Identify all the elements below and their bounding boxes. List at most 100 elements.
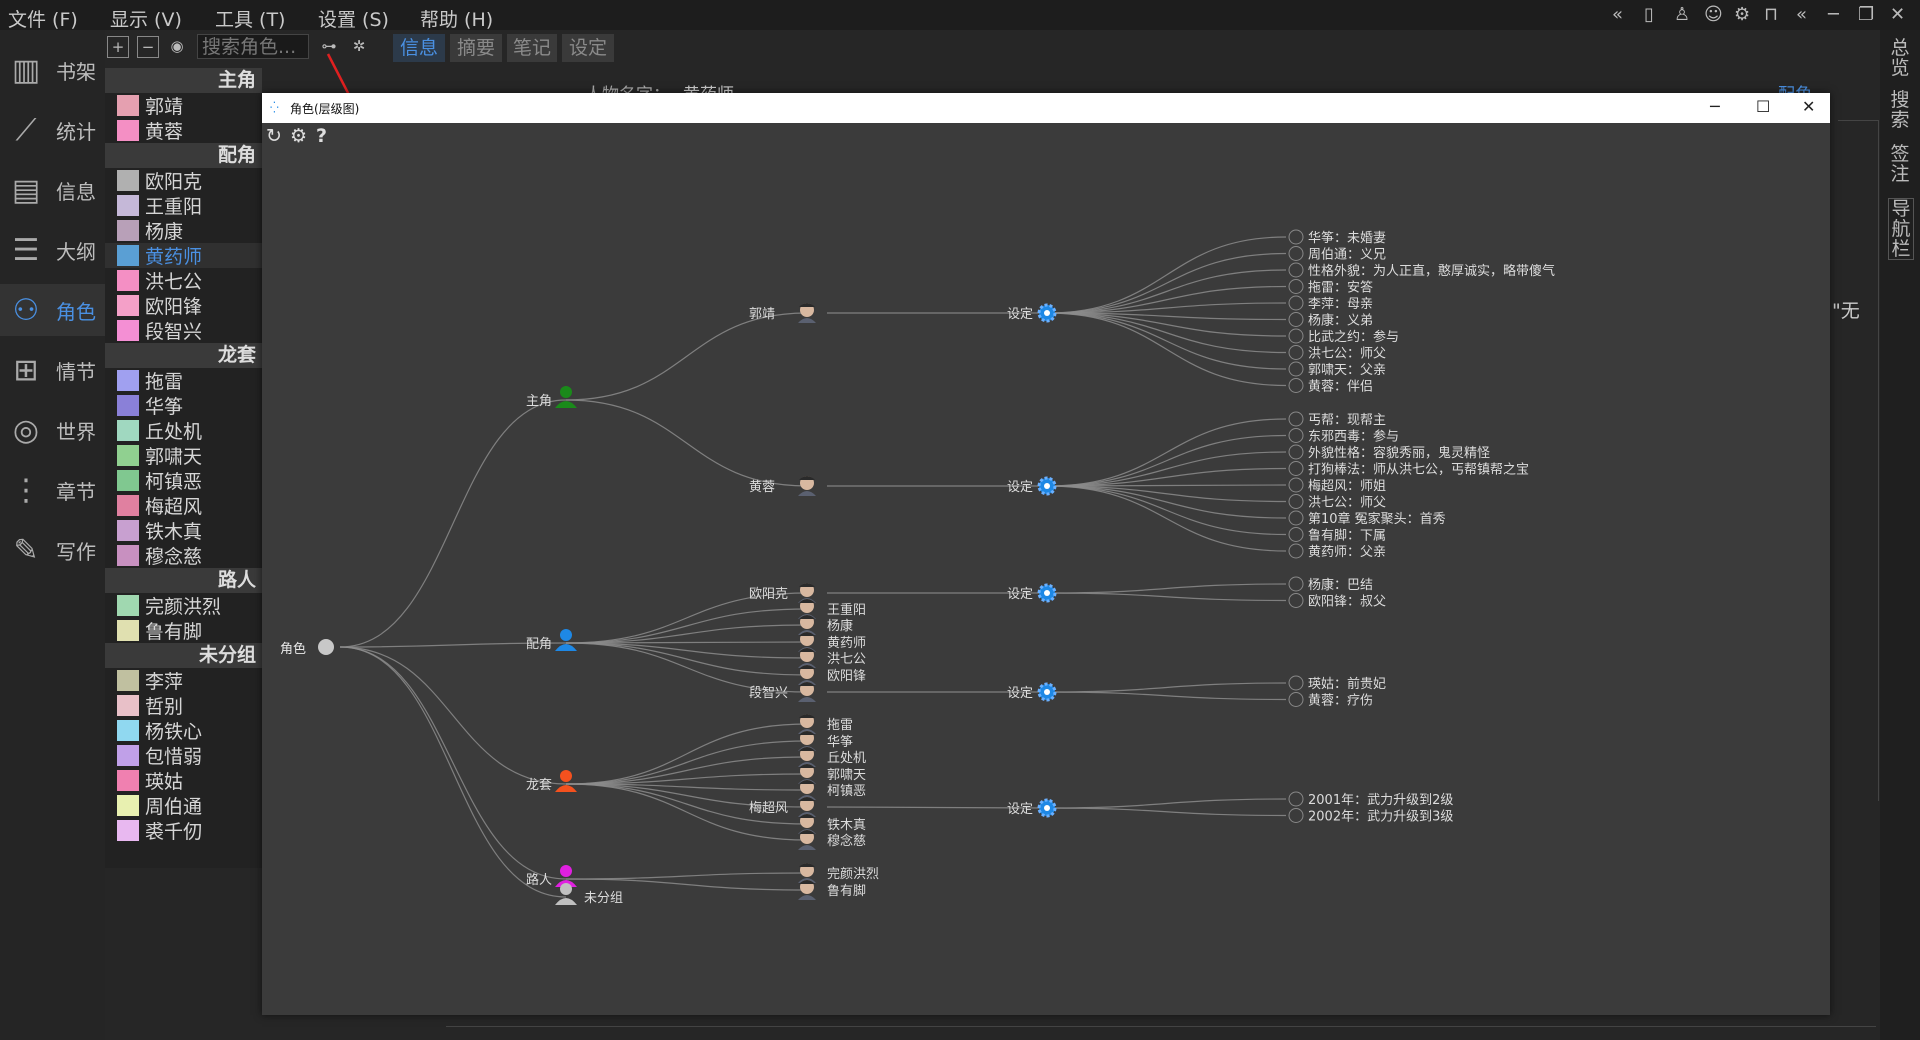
restore-icon[interactable]: ❐ (1858, 4, 1875, 25)
eye-icon[interactable]: ◉ (170, 37, 184, 55)
character-item[interactable]: 鲁有脚 (105, 618, 262, 643)
shirt-icon[interactable]: ♙ (1674, 4, 1691, 25)
leaf-node-icon[interactable] (1288, 428, 1304, 443)
leaf-node-icon[interactable] (1288, 295, 1304, 311)
character-item[interactable]: 黄蓉 (105, 118, 262, 143)
add-icon[interactable]: + (107, 36, 129, 58)
character-item[interactable]: 哲别 (105, 693, 262, 718)
character-item[interactable]: 段智兴 (105, 318, 262, 343)
leaf-node-icon[interactable] (1288, 229, 1304, 245)
menu-view[interactable]: 显示 (V) (110, 9, 182, 31)
character-item[interactable]: 王重阳 (105, 193, 262, 218)
lock-icon[interactable]: ⊓ (1764, 4, 1779, 25)
leaf-node-icon[interactable] (1288, 692, 1304, 707)
nav-plot[interactable]: ⊞情节 (0, 344, 105, 396)
tab-summary[interactable]: 摘要 (450, 34, 502, 62)
root-node[interactable] (318, 639, 334, 655)
nav-chapters[interactable]: ⋮章节 (0, 464, 105, 516)
leaf-node-icon[interactable] (1288, 593, 1304, 608)
group-node-icon[interactable] (555, 770, 577, 792)
character-item[interactable]: 穆念慈 (105, 543, 262, 568)
group-node-icon[interactable] (555, 883, 577, 905)
nav-world[interactable]: ◎世界 (0, 404, 105, 456)
menu-file[interactable]: 文件 (F) (8, 9, 78, 31)
nav-info[interactable]: ▤信息 (0, 164, 105, 216)
menu-help[interactable]: 帮助 (H) (420, 9, 494, 31)
minimize-button[interactable]: ─ (1710, 97, 1720, 116)
leaf-node-icon[interactable] (1288, 411, 1304, 427)
leaf-node-icon[interactable] (1288, 246, 1304, 261)
character-item[interactable]: 杨铁心 (105, 718, 262, 743)
character-item[interactable]: 裘千仞 (105, 818, 262, 843)
tab-settings[interactable]: 设定 (562, 34, 614, 62)
character-item[interactable]: 梅超风 (105, 493, 262, 518)
search-button[interactable]: 搜索 (1890, 89, 1910, 131)
tab-info[interactable]: 信息 (393, 34, 445, 62)
leaf-node-icon[interactable] (1288, 345, 1304, 360)
phone-icon[interactable]: ▯ (1644, 4, 1654, 25)
remove-icon[interactable]: − (137, 36, 159, 58)
leaf-node-icon[interactable] (1288, 543, 1304, 559)
group-node-icon[interactable] (555, 629, 577, 651)
character-avatar-icon[interactable] (798, 303, 816, 323)
overview-button[interactable]: 总览 (1890, 37, 1910, 79)
user-icon[interactable]: ☺ (1704, 4, 1723, 25)
character-item[interactable]: 洪七公 (105, 268, 262, 293)
character-item[interactable]: 李萍 (105, 668, 262, 693)
help-icon[interactable]: ? (316, 125, 328, 147)
group-header[interactable]: 主角 (105, 68, 262, 93)
leaf-node-icon[interactable] (1288, 494, 1304, 509)
leaf-node-icon[interactable] (1288, 279, 1304, 294)
gear-icon[interactable]: ⚙ (1734, 4, 1751, 25)
character-item[interactable]: 完颜洪烈 (105, 593, 262, 618)
character-item[interactable]: 柯镇恶 (105, 468, 262, 493)
menu-settings[interactable]: 设置 (S) (318, 9, 389, 31)
maximize-button[interactable]: ☐ (1756, 97, 1771, 116)
character-item[interactable]: 周伯通 (105, 793, 262, 818)
leaf-node-icon[interactable] (1288, 477, 1304, 493)
character-item[interactable]: 铁木真 (105, 518, 262, 543)
group-header[interactable]: 未分组 (105, 643, 262, 668)
character-item[interactable]: 华筝 (105, 393, 262, 418)
leaf-node-icon[interactable] (1288, 791, 1304, 807)
character-item[interactable]: 黄药师 (105, 243, 262, 268)
leaf-node-icon[interactable] (1288, 312, 1304, 327)
leaf-node-icon[interactable] (1288, 576, 1304, 592)
leaf-node-icon[interactable] (1288, 328, 1304, 344)
nav-write[interactable]: ✎写作 (0, 524, 105, 576)
leaf-node-icon[interactable] (1288, 510, 1304, 526)
character-avatar-icon[interactable] (798, 731, 816, 751)
character-item[interactable]: 郭啸天 (105, 443, 262, 468)
gear-icon[interactable]: ⚙ (290, 125, 308, 147)
close-icon[interactable]: ✕ (1890, 4, 1906, 25)
leaf-node-icon[interactable] (1288, 527, 1304, 542)
notes-button[interactable]: 签注 (1890, 143, 1910, 185)
character-avatar-icon[interactable] (798, 880, 816, 900)
hierarchy-icon[interactable]: ⊶ (321, 37, 337, 55)
leaf-node-icon[interactable] (1288, 461, 1304, 476)
nav-outline[interactable]: ☰大纲 (0, 224, 105, 276)
refresh-icon[interactable]: ↻ (266, 125, 282, 147)
character-item[interactable]: 欧阳锋 (105, 293, 262, 318)
character-item[interactable]: 杨康 (105, 218, 262, 243)
double-chevron-icon[interactable]: « (1796, 4, 1808, 25)
nav-bookshelf[interactable]: ▥书架 (0, 44, 105, 96)
character-item[interactable]: 丘处机 (105, 418, 262, 443)
character-item[interactable]: 包惜弱 (105, 743, 262, 768)
nav-characters[interactable]: ⚇角色 (0, 284, 105, 336)
leaf-node-icon[interactable] (1288, 675, 1304, 691)
leaf-node-icon[interactable] (1288, 808, 1304, 823)
tab-notes[interactable]: 笔记 (507, 34, 557, 62)
character-avatar-icon[interactable] (798, 476, 816, 496)
leaf-node-icon[interactable] (1288, 444, 1304, 460)
leaf-node-icon[interactable] (1288, 378, 1304, 393)
group-node-icon[interactable] (555, 865, 577, 887)
character-item[interactable]: 瑛姑 (105, 768, 262, 793)
character-avatar-icon[interactable] (798, 682, 816, 702)
character-item[interactable]: 拖雷 (105, 368, 262, 393)
group-header[interactable]: 路人 (105, 568, 262, 593)
group-node-icon[interactable] (555, 386, 577, 408)
character-avatar-icon[interactable] (798, 830, 816, 850)
close-button[interactable]: ✕ (1802, 97, 1816, 116)
minimize-icon[interactable]: ─ (1828, 4, 1839, 25)
